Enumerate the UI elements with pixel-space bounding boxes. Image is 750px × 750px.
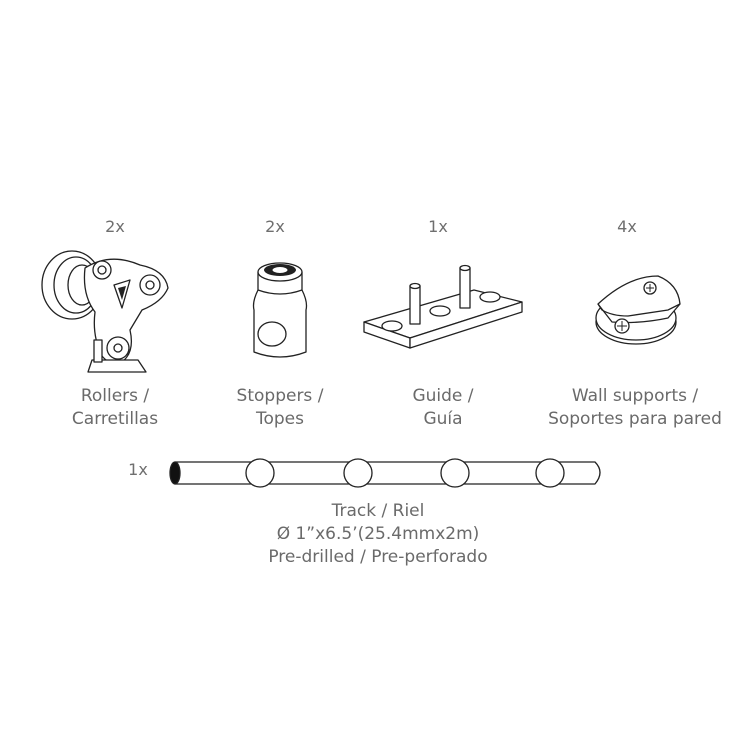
stoppers-label-line2: Topes: [255, 409, 304, 429]
guide-label: Guide / Guía: [368, 385, 518, 431]
rollers-label-line1: Rollers /: [80, 386, 150, 406]
guide-label-line2: Guía: [423, 409, 463, 429]
track-label-line1: Track / Riel: [331, 501, 425, 521]
wall-supports-label-line1: Wall supports /: [571, 386, 699, 406]
rollers-quantity: 2x: [105, 217, 125, 236]
wall-support-icon: [588, 264, 688, 354]
stoppers-label: Stoppers / Topes: [200, 385, 360, 431]
guide-label-line1: Guide /: [412, 386, 474, 406]
wall-supports-label-line2: Soportes para pared: [548, 409, 722, 429]
wall-supports-label: Wall supports / Soportes para pared: [535, 385, 735, 431]
track-label-line3: Pre-drilled / Pre-perforado: [268, 547, 488, 567]
stoppers-label-line1: Stoppers /: [236, 386, 324, 406]
guide-quantity: 1x: [428, 217, 448, 236]
rollers-label-line2: Carretillas: [71, 409, 159, 429]
track-icon: [165, 450, 610, 495]
stopper-icon: [240, 250, 320, 365]
wall-supports-quantity: 4x: [617, 217, 637, 236]
rollers-label: Rollers / Carretillas: [40, 385, 190, 431]
roller-icon: [30, 240, 180, 385]
stoppers-quantity: 2x: [265, 217, 285, 236]
track-quantity: 1x: [128, 460, 148, 479]
guide-icon: [362, 262, 527, 357]
track-label-line2: Ø 1”x6.5’(25.4mmx2m): [276, 524, 480, 544]
track-label: Track / Riel Ø 1”x6.5’(25.4mmx2m) Pre-dr…: [228, 500, 528, 569]
